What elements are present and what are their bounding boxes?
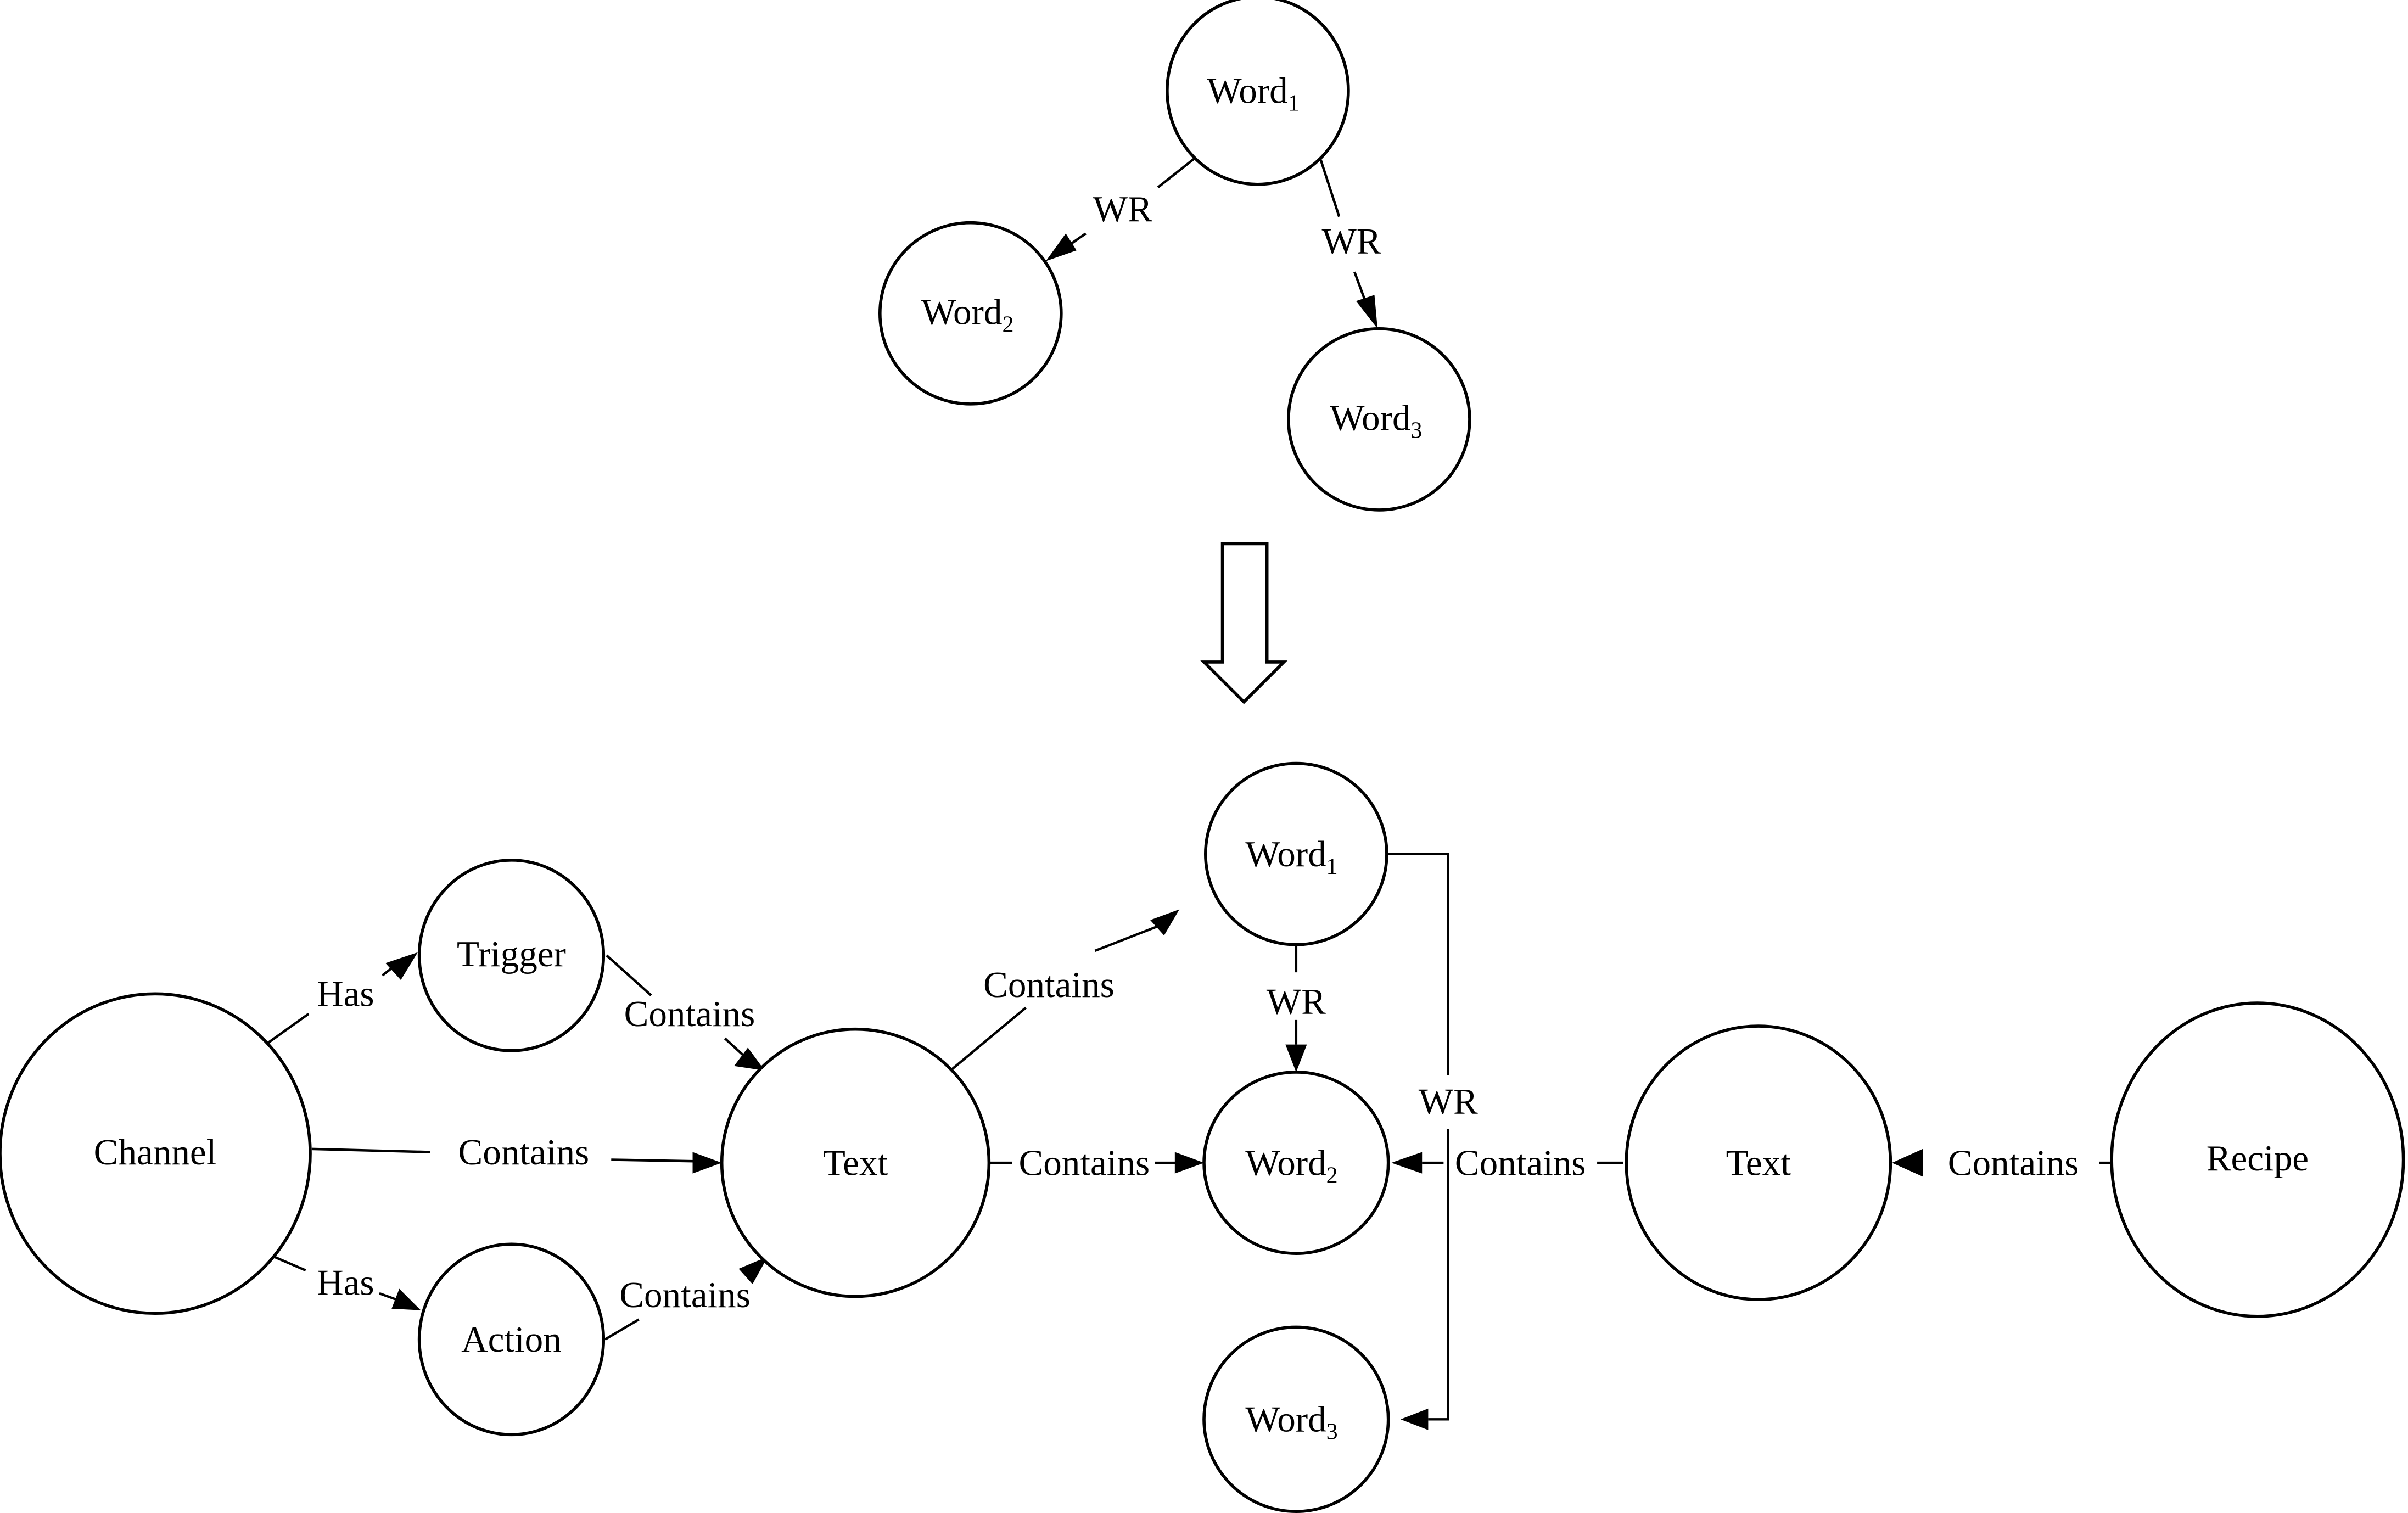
edge-line (273, 1255, 306, 1271)
edge-line (1094, 925, 1158, 952)
arrowhead (1150, 909, 1180, 935)
edge-label: WR (1321, 221, 1381, 262)
edge-label: Contains (1948, 1142, 2079, 1183)
top-node-word1[interactable]: Word1 (1166, 0, 1350, 186)
arrowhead (692, 1152, 722, 1174)
node-action[interactable]: Action (417, 1242, 606, 1437)
edge-word1-word2: WR (1267, 944, 1326, 1072)
node-label: Word (1330, 397, 1410, 438)
arrowhead (1356, 295, 1378, 329)
hollow-down-arrow-icon (1200, 542, 1288, 704)
arrowhead (1892, 1148, 1923, 1177)
bottom-graph: Has Has Contains Contains Co (0, 761, 2405, 1513)
node-subscript: 2 (1002, 312, 1013, 337)
node-subscript: 2 (1326, 1163, 1338, 1188)
edge-label: Contains (1455, 1142, 1586, 1183)
node-trigger[interactable]: Trigger (417, 859, 606, 1052)
node-label: Action (461, 1319, 562, 1360)
edge-line (724, 1037, 744, 1056)
node-label: Text (823, 1142, 888, 1183)
node-word2[interactable]: Word2 (1202, 1071, 1390, 1255)
edge-line (379, 1292, 397, 1301)
edge-channel-action: Has (273, 1255, 421, 1310)
svg-text:Word2: Word2 (1245, 1142, 1337, 1188)
edge-channel-trigger: Has (265, 952, 418, 1046)
edge-recipe-textright: Contains (1892, 1142, 2112, 1183)
node-label: Word (921, 291, 1002, 332)
edge-label: Contains (1018, 1142, 1150, 1183)
svg-text:Word3: Word3 (1245, 1399, 1337, 1445)
node-label: Word (1245, 1142, 1326, 1183)
edge-label: Contains (624, 993, 755, 1034)
edge-line (951, 1006, 1027, 1071)
arrowhead (734, 1047, 765, 1071)
edge-line (1386, 853, 1449, 1075)
top-node-word3[interactable]: Word3 (1287, 327, 1471, 512)
node-text-left[interactable]: Text (720, 1027, 991, 1298)
edge-line (1069, 232, 1087, 245)
edge-textright-word2: Contains (1391, 1142, 1623, 1183)
arrowhead (1174, 1152, 1204, 1174)
edge-trigger-text: Contains (606, 954, 765, 1071)
node-label: Word (1245, 833, 1326, 875)
svg-text:Word1: Word1 (1245, 833, 1337, 879)
node-label: Word (1245, 1399, 1326, 1440)
edge-label: Contains (458, 1131, 590, 1173)
node-subscript: 3 (1326, 1420, 1338, 1445)
edge-line (1353, 271, 1367, 302)
edge-label: WR (1419, 1081, 1478, 1122)
arrowhead (1401, 1408, 1429, 1430)
edge-label: WR (1093, 188, 1152, 229)
top-graph: WR WR Word1 Word2 Word3 (878, 0, 1471, 512)
edge-line (604, 1318, 640, 1341)
arrowhead (385, 952, 418, 980)
edge-label: WR (1267, 981, 1326, 1022)
node-channel[interactable]: Channel (0, 992, 312, 1315)
edge-line (1428, 1129, 1449, 1421)
edge-line (265, 1012, 310, 1046)
edge-text-word1: Contains (951, 909, 1180, 1071)
top-edge-w1-w2: WR (1045, 157, 1196, 261)
edge-word1-word3: WR (1386, 853, 1478, 1430)
node-subscript: 1 (1288, 91, 1300, 116)
edge-line (606, 954, 652, 996)
arrowhead (1391, 1152, 1423, 1174)
edge-channel-text: Contains (311, 1131, 722, 1174)
node-label: Recipe (2207, 1137, 2309, 1179)
edge-label: Contains (619, 1274, 751, 1315)
node-word1[interactable]: Word1 (1204, 761, 1388, 946)
arrowhead (391, 1288, 421, 1310)
svg-text:Word3: Word3 (1330, 397, 1422, 443)
arrowhead (738, 1256, 768, 1285)
arrowhead (1285, 1044, 1307, 1072)
edge-label: Has (317, 973, 374, 1015)
edge-action-text: Contains (604, 1256, 768, 1341)
node-text-right[interactable]: Text (1625, 1024, 1892, 1301)
edge-line (1319, 159, 1341, 217)
edge-label: Has (317, 1262, 374, 1303)
node-label: Word (1207, 70, 1287, 111)
edge-line (311, 1147, 430, 1153)
edge-line (611, 1158, 695, 1163)
edge-label: Contains (983, 964, 1115, 1005)
node-label: Trigger (457, 933, 566, 974)
node-recipe[interactable]: Recipe (2110, 1001, 2405, 1318)
svg-text:Word2: Word2 (921, 291, 1013, 337)
arrowhead (1045, 233, 1077, 261)
edge-text-word2: Contains (989, 1142, 1204, 1183)
node-label: Channel (94, 1131, 217, 1173)
node-word3[interactable]: Word3 (1202, 1325, 1390, 1513)
node-subscript: 3 (1411, 418, 1423, 443)
node-label: Text (1726, 1142, 1791, 1183)
top-node-word2[interactable]: Word2 (878, 221, 1063, 406)
edge-line (1157, 157, 1196, 189)
svg-text:Word1: Word1 (1207, 70, 1299, 116)
node-subscript: 1 (1326, 854, 1338, 879)
top-edge-w1-w3: WR (1319, 159, 1381, 329)
